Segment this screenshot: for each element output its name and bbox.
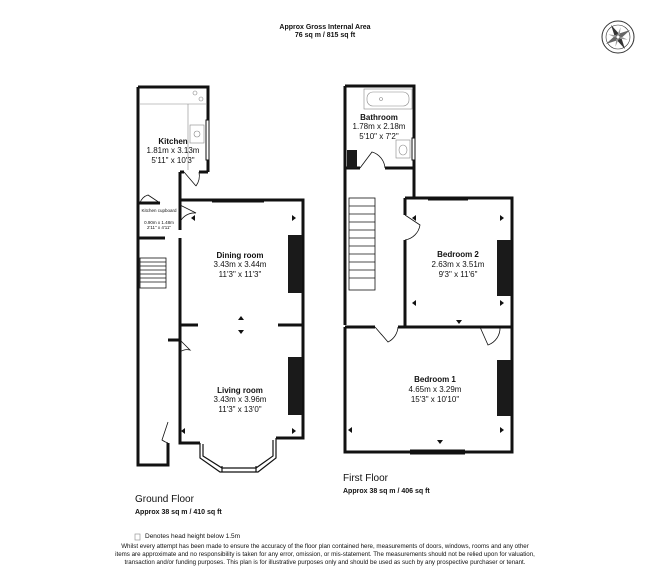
- bedroom1-metric: 4.65m x 3.29m: [408, 385, 462, 394]
- bathroom-fixtures: [363, 88, 413, 159]
- ground-floor-area: Approx 38 sq m / 410 sq ft: [135, 509, 222, 516]
- dining-metric: 3.43m x 3.44m: [213, 260, 267, 269]
- head-height-legend-icon: [134, 533, 141, 541]
- bedroom2-chimney: [497, 240, 511, 296]
- kitchen-imperial: 5'11" x 10'3": [151, 156, 195, 165]
- living-metric: 3.43m x 3.96m: [213, 395, 267, 404]
- dining-name: Dining room: [216, 251, 264, 260]
- first-floor-area: Approx 38 sq m / 406 sq ft: [343, 488, 430, 495]
- bedroom2-imperial: 9'3" x 11'6": [438, 270, 478, 279]
- ground-arrow-markers: [181, 215, 296, 434]
- bathroom-boiler: [347, 150, 357, 168]
- bedroom1-chimney: [497, 360, 511, 416]
- compass-rose-icon: [601, 20, 635, 54]
- ground-stairs: [139, 257, 167, 289]
- bedroom1-imperial: 15'3" x 10'10": [410, 395, 460, 404]
- first-stairs: [348, 197, 376, 291]
- gross-area-title: Approx Gross Internal Area: [279, 24, 371, 31]
- first-windows: [410, 137, 468, 455]
- first-floor-plan: [343, 84, 514, 454]
- disclaimer-text: Whilst every attempt has been made to en…: [115, 543, 535, 566]
- cupboard-imperial: 2'11" x 4'11": [146, 225, 171, 230]
- bay-window: [199, 438, 277, 473]
- cupboard-metric: 0.90m x 1.48m: [144, 220, 174, 225]
- dining-chimney: [288, 235, 302, 293]
- first-arrow-markers: [348, 215, 504, 444]
- kitchen-metric: 1.81m x 3.13m: [146, 146, 200, 155]
- bedroom2-name: Bedroom 2: [437, 250, 479, 259]
- first-doors: [359, 151, 501, 346]
- head-height-legend-label: Denotes head height below 1.5m: [145, 533, 241, 540]
- first-floor-title: First Floor: [343, 473, 388, 484]
- living-name: Living room: [217, 386, 263, 395]
- living-chimney: [288, 357, 302, 415]
- gross-area-value: 76 sq m / 815 sq ft: [294, 32, 356, 39]
- bathroom-metric: 1.78m x 2.18m: [352, 122, 406, 131]
- ground-windows: [205, 119, 264, 203]
- bedroom1-name: Bedroom 1: [414, 375, 456, 384]
- bathroom-imperial: 5'10" x 7'2": [359, 132, 399, 141]
- cupboard-name: Kitchen cupboard: [141, 208, 177, 213]
- bedroom2-metric: 2.63m x 3.51m: [431, 260, 485, 269]
- bathroom-name: Bathroom: [360, 113, 398, 122]
- kitchen-name: Kitchen: [158, 137, 188, 146]
- living-imperial: 11'3" x 13'0": [218, 405, 262, 414]
- ground-doors: [139, 171, 200, 444]
- ground-floor-title: Ground Floor: [135, 494, 194, 505]
- kitchen-fixtures: [140, 90, 206, 170]
- dining-imperial: 11'3" x 11'3": [218, 270, 262, 279]
